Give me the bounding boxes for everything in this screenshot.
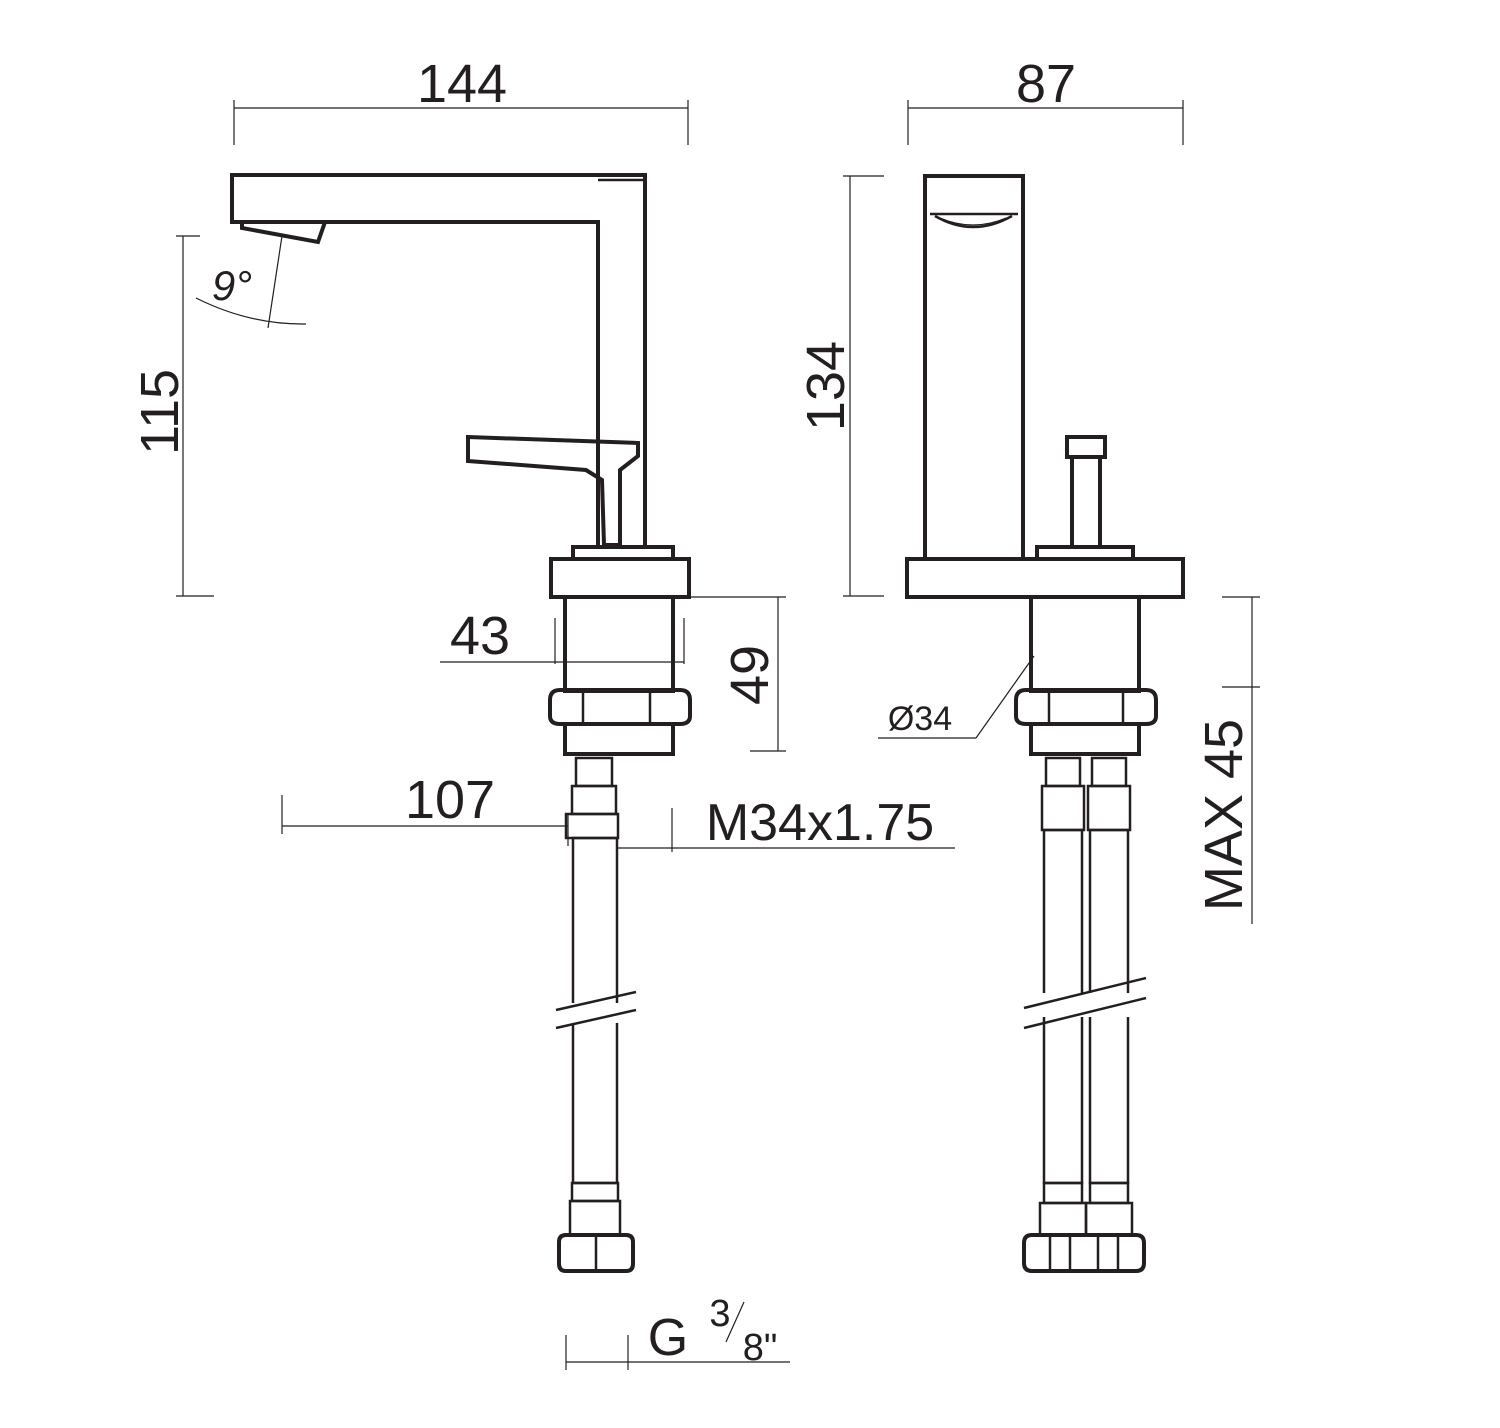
front-bottom-nut — [557, 1233, 635, 1273]
side-lever-stem — [1070, 455, 1102, 549]
dim-max45-label: MAX 45 — [1194, 719, 1254, 911]
side-left-bottom-ferrule — [1042, 1181, 1084, 1205]
dim-115-label: 115 — [130, 369, 190, 455]
angle-arc — [195, 297, 307, 325]
dim-43-label: 43 — [450, 606, 510, 666]
side-thread-upper — [1029, 595, 1141, 693]
angle-leg-spout — [267, 235, 283, 329]
hole-dia-label: Ø34 — [888, 700, 952, 738]
hole-dia-leader — [975, 655, 1035, 739]
front-thread-lower — [563, 722, 675, 756]
side-break-line-lower — [1023, 996, 1147, 1030]
dim-g-label: G — [648, 1309, 688, 1367]
side-aerator — [934, 214, 1013, 229]
dim-87-label: 87 — [1016, 54, 1076, 114]
front-base — [549, 557, 691, 599]
dim-107-label: 107 — [405, 770, 495, 830]
dim-g-numerator: 3 — [709, 1293, 730, 1335]
front-break-line-lower — [555, 1008, 637, 1030]
front-break-gap — [555, 1003, 640, 1023]
thread-spec-label: M34x1.75 — [706, 794, 934, 852]
side-right-bottom-ferrule — [1088, 1181, 1130, 1205]
front-nut — [548, 688, 692, 726]
side-left-fitting — [1044, 756, 1082, 788]
front-view — [230, 173, 692, 1273]
dim-g-fraction-bar — [725, 1301, 745, 1343]
side-body — [923, 174, 1025, 561]
front-bottom-thread — [568, 1199, 622, 1237]
front-lever — [466, 434, 640, 547]
front-bottom-ferrule — [570, 1181, 620, 1203]
side-right-bottom-thread — [1084, 1201, 1134, 1237]
side-thread-lower — [1029, 722, 1141, 756]
dim-g-denominator: 8" — [743, 1327, 778, 1369]
side-right-ferrule — [1086, 784, 1132, 832]
front-break-line-upper — [555, 990, 637, 1012]
side-right-fitting — [1090, 756, 1128, 788]
side-bottom-nut — [1022, 1233, 1146, 1273]
front-hose-fitting — [574, 756, 614, 788]
dim-144-label: 144 — [417, 54, 507, 114]
front-dimensions: 144 115 9° 43 49 107 M34x1.75 G — [130, 54, 955, 1370]
front-thread-upper — [563, 595, 675, 693]
side-dimensions: 87 134 Ø34 MAX 45 — [796, 54, 1260, 924]
side-aerator-inner — [939, 217, 1007, 226]
front-hose-collar — [564, 812, 620, 840]
front-aerator — [240, 220, 328, 245]
dim-angle-label: 9° — [212, 262, 252, 309]
side-break-line-upper — [1023, 976, 1147, 1010]
side-nut — [1014, 688, 1158, 726]
side-left-bottom-thread — [1038, 1201, 1088, 1237]
side-left-ferrule — [1040, 784, 1086, 832]
front-hose-ferrule — [570, 784, 618, 816]
side-view — [905, 174, 1185, 1273]
front-spout — [230, 173, 647, 549]
side-base — [905, 557, 1185, 599]
dim-134-label: 134 — [796, 341, 856, 431]
side-lever-top — [1065, 435, 1107, 459]
dim-49-label: 49 — [720, 645, 780, 705]
